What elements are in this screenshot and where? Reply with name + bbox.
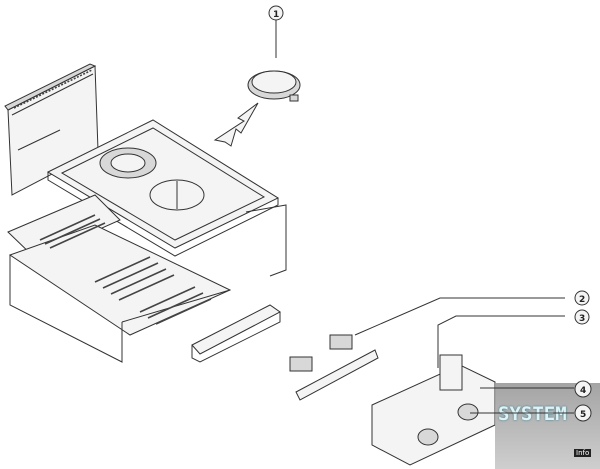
callout-1: 1 xyxy=(268,5,284,21)
callout-2: 2 xyxy=(574,290,590,306)
assembly-arrow xyxy=(213,102,259,147)
base-tray xyxy=(7,194,232,363)
callout-4: 4 xyxy=(574,380,592,398)
watermark-text: SYSTEM xyxy=(498,403,567,425)
svg-text:4: 4 xyxy=(580,386,586,396)
switch-assembly xyxy=(289,334,379,401)
control-panel xyxy=(371,354,496,466)
svg-text:2: 2 xyxy=(579,295,585,305)
svg-text:5: 5 xyxy=(580,410,586,420)
watermark-subtext: Info xyxy=(574,449,592,457)
callout-3: 3 xyxy=(574,309,590,325)
back-panel xyxy=(4,63,99,196)
svg-text:1: 1 xyxy=(273,10,279,20)
hob-top-plate xyxy=(46,119,280,257)
side-panel xyxy=(245,204,287,277)
mounting-bracket xyxy=(191,304,281,363)
hotplate-element xyxy=(247,70,301,102)
svg-text:3: 3 xyxy=(579,314,585,324)
callout-5: 5 xyxy=(574,404,592,422)
